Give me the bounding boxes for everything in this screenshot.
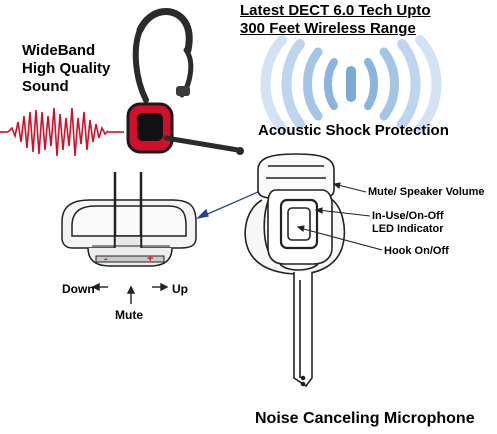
callout-leader-lines (296, 182, 383, 251)
control-mute-label: Mute (115, 308, 143, 322)
feature-dect-line-2: 300 Feet Wireless Range (240, 20, 416, 37)
callout-led-line-2: LED Indicator (372, 223, 444, 235)
feature-dect-line-1: Latest DECT 6.0 Tech Upto (240, 2, 431, 19)
feature-dect-text: Latest DECT 6.0 Tech Upto 300 Feet Wirel… (240, 2, 431, 38)
sound-wave-icon (0, 107, 124, 157)
callout-led-indicator: In-Use/On-Off LED Indicator (372, 210, 444, 236)
wireless-signal-icon (260, 35, 442, 133)
headset-photo (126, 8, 244, 155)
feature-wideband-line-3: Sound (22, 78, 69, 95)
control-down-label: Down (62, 282, 95, 296)
feature-wideband-line-2: High Quality (22, 60, 111, 77)
headset-line-drawing (244, 153, 346, 388)
callout-led-line-1: In-Use/On-Off (372, 210, 444, 222)
volume-minus-label: - (104, 253, 108, 265)
feature-acoustic-text: Acoustic Shock Protection (258, 122, 449, 139)
control-up-label: Up (172, 282, 188, 296)
feature-wideband-text: WideBand High Quality Sound (22, 42, 110, 96)
feature-microphone-text: Noise Canceling Microphone (255, 410, 475, 427)
volume-plus-label: + (147, 253, 153, 265)
control-detail-illustration (61, 172, 197, 267)
feature-wideband-line-1: WideBand (22, 42, 96, 59)
control-arrows (91, 282, 169, 304)
callout-mute-speaker-volume: Mute/ Speaker Volume (368, 186, 485, 198)
callout-hook: Hook On/Off (384, 245, 449, 257)
